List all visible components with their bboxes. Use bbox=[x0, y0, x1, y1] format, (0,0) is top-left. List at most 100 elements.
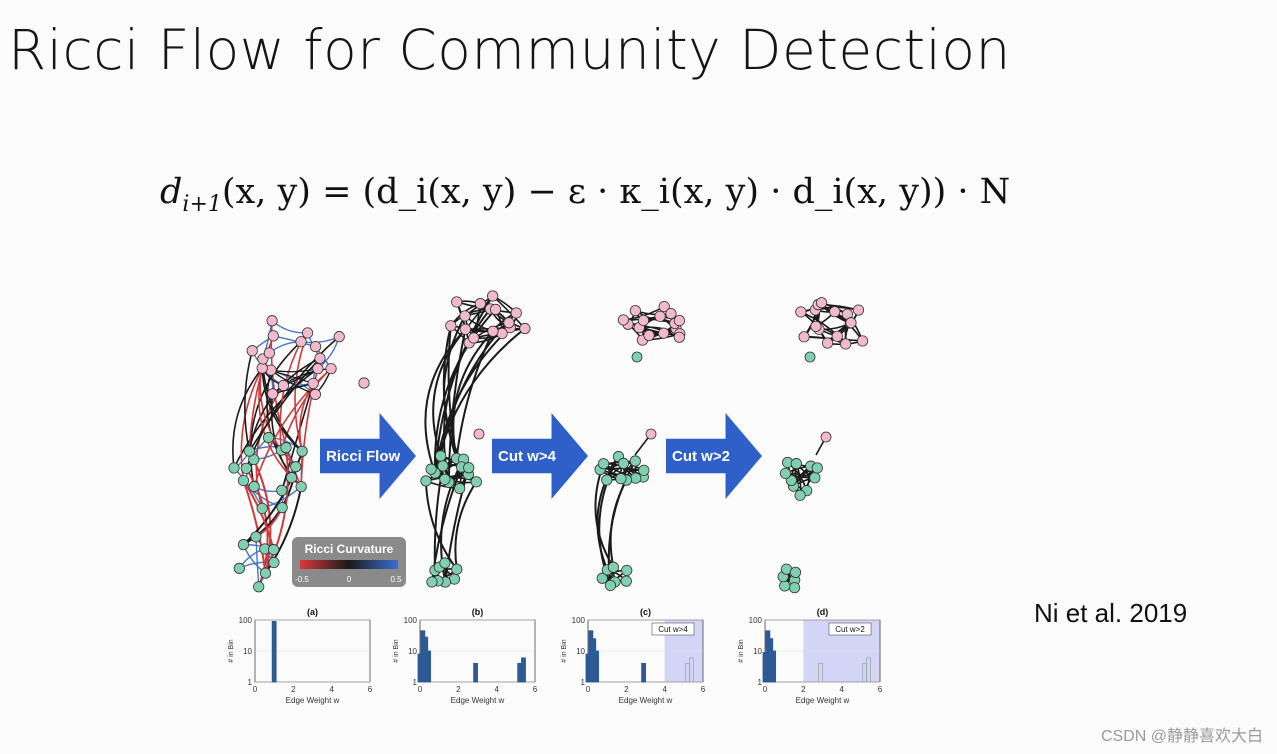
histogram-bar bbox=[594, 650, 600, 683]
graph-node bbox=[296, 445, 308, 457]
histogram-bar bbox=[641, 662, 646, 683]
network-graphs bbox=[228, 290, 869, 594]
x-tick-label: 6 bbox=[701, 685, 706, 694]
histogram-bar bbox=[689, 657, 694, 683]
graph-node bbox=[451, 296, 463, 308]
graph-node bbox=[804, 351, 816, 363]
graph-edge bbox=[444, 467, 470, 583]
graph-node bbox=[519, 322, 531, 335]
cut-label-box bbox=[828, 622, 872, 636]
arrow-label: Cut w>4 bbox=[498, 448, 557, 465]
x-tick-label: 0 bbox=[763, 685, 768, 694]
arrow-label: Ricci Flow bbox=[326, 448, 401, 465]
x-tick-label: 4 bbox=[662, 685, 667, 694]
x-axis-label: Edge Weight w bbox=[796, 696, 850, 705]
graph-edge bbox=[596, 456, 620, 571]
x-tick-label: 0 bbox=[253, 685, 258, 694]
y-tick-label: 1 bbox=[758, 678, 763, 687]
graph-node bbox=[312, 363, 324, 375]
graph-node bbox=[810, 320, 822, 333]
graph-node bbox=[779, 467, 792, 480]
graph-node bbox=[673, 331, 685, 343]
graph-edge bbox=[253, 368, 332, 487]
graph-node bbox=[435, 450, 447, 462]
x-tick-label: 6 bbox=[368, 685, 373, 694]
graph-node bbox=[620, 575, 632, 587]
legend-title: Ricci Curvature bbox=[305, 542, 394, 556]
graph-node bbox=[596, 572, 608, 584]
graph-node bbox=[487, 325, 499, 337]
graph-edge bbox=[447, 329, 467, 483]
histogram-bar bbox=[771, 650, 777, 683]
x-tick-label: 6 bbox=[533, 685, 538, 694]
y-tick-label: 10 bbox=[408, 647, 417, 656]
graph-node bbox=[276, 502, 288, 514]
arrow-shape bbox=[666, 413, 762, 499]
y-tick-label: 1 bbox=[413, 678, 418, 687]
y-tick-label: 1 bbox=[581, 678, 586, 687]
arrow-label: Cut w>2 bbox=[672, 448, 730, 465]
histogram-label: (a) bbox=[307, 607, 318, 617]
y-tick-label: 100 bbox=[239, 616, 253, 625]
graph-node bbox=[856, 335, 869, 347]
graph-node bbox=[276, 484, 288, 496]
ricci-flow-formula: di+1(x, y) = (d_i(x, y) − ε · κ_i(x, y) … bbox=[160, 172, 1010, 217]
graph-cut-w2 bbox=[777, 297, 869, 594]
graph-node bbox=[295, 481, 307, 493]
graph-node bbox=[358, 377, 370, 389]
graph-node bbox=[811, 462, 823, 474]
graph-node bbox=[831, 330, 843, 342]
arrow-shape bbox=[320, 413, 416, 499]
arrow-shape bbox=[492, 413, 588, 499]
graph-cut-w4 bbox=[594, 300, 686, 592]
graph-node bbox=[503, 317, 515, 329]
y-tick-label: 100 bbox=[749, 616, 763, 625]
graph-node bbox=[250, 531, 262, 543]
x-axis-label: Edge Weight w bbox=[619, 696, 673, 705]
cut-w2-arrow: Cut w>2 bbox=[666, 413, 762, 499]
graph-node bbox=[233, 562, 245, 574]
graph-node bbox=[246, 345, 258, 357]
graph-node bbox=[852, 304, 865, 316]
graph-edge bbox=[279, 341, 302, 451]
legend-tick-max: 0.5 bbox=[390, 575, 402, 584]
graph-node bbox=[285, 472, 298, 484]
histogram-bar bbox=[818, 662, 823, 683]
histogram-bar bbox=[517, 662, 523, 683]
graph-node bbox=[601, 474, 613, 486]
graph-edge bbox=[455, 330, 494, 459]
citation: Ni et al. 2019 bbox=[1034, 598, 1188, 628]
x-tick-label: 0 bbox=[418, 685, 423, 694]
graph-node bbox=[798, 331, 810, 343]
graph-node bbox=[829, 306, 841, 318]
graph-node bbox=[473, 428, 485, 440]
x-tick-label: 4 bbox=[329, 685, 334, 694]
x-tick-label: 2 bbox=[456, 685, 461, 694]
graph-node bbox=[445, 320, 457, 332]
graph-node bbox=[314, 352, 326, 364]
graph-node bbox=[487, 290, 499, 302]
graph-node bbox=[621, 564, 633, 577]
x-tick-label: 6 bbox=[878, 685, 883, 694]
graph-node bbox=[665, 308, 677, 320]
graph-edge bbox=[271, 320, 308, 334]
graph-node bbox=[425, 463, 437, 475]
cut-label: Cut w>4 bbox=[658, 625, 688, 634]
legend-tick-min: -0.5 bbox=[295, 575, 309, 584]
graph-node bbox=[290, 461, 302, 473]
y-axis-label: # in Bin bbox=[228, 639, 235, 662]
graph-node bbox=[654, 310, 666, 322]
graph-node bbox=[426, 576, 438, 588]
graph-edge bbox=[244, 350, 254, 452]
graph-node bbox=[256, 362, 268, 374]
x-tick-label: 4 bbox=[494, 685, 499, 694]
graph-node bbox=[280, 442, 292, 454]
graph-node bbox=[295, 336, 307, 348]
graph-node bbox=[228, 462, 240, 474]
graph-node bbox=[437, 460, 449, 472]
